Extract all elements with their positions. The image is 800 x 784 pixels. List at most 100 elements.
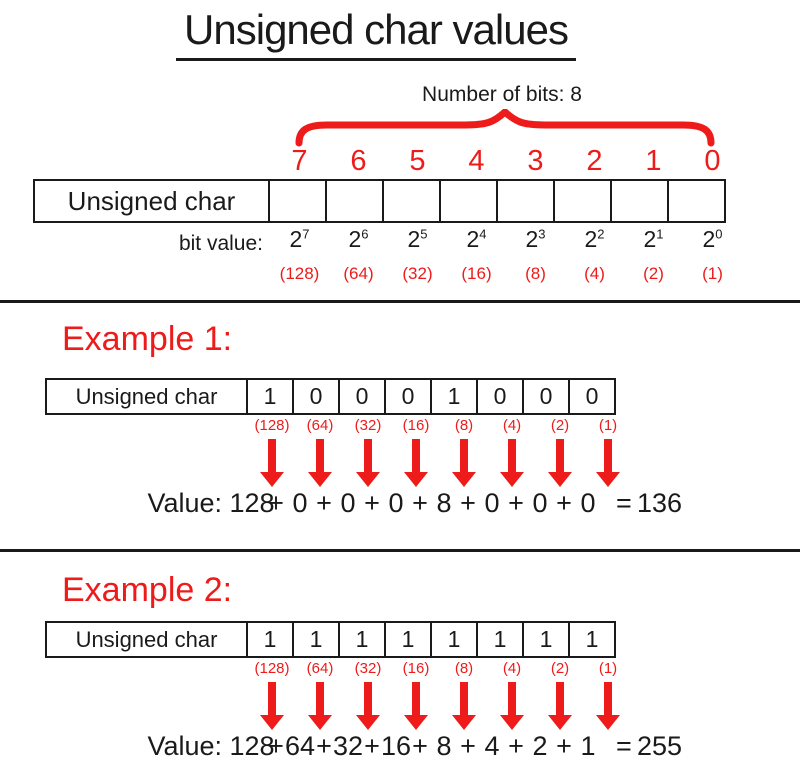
plus-sign: + xyxy=(316,731,332,761)
weight-label: (128) xyxy=(254,660,290,677)
sum-term: 0 xyxy=(292,488,308,518)
weight-row: (128) (64) (32) (16) (8) (4) (2) (1) xyxy=(270,264,742,284)
bit-digit: 0 xyxy=(401,383,415,409)
power-label: 27 xyxy=(289,226,310,252)
example1-arrow-row xyxy=(248,439,632,487)
plus-sign: + xyxy=(508,488,524,518)
bit-cell: 0 xyxy=(568,378,616,415)
page-title: Unsigned char values xyxy=(176,6,576,61)
equals-sign: = xyxy=(616,731,632,761)
bit-cell xyxy=(496,179,555,223)
power-label: 24 xyxy=(466,226,487,252)
power-label: 26 xyxy=(348,226,369,252)
bit-cell: 1 xyxy=(384,621,432,658)
down-arrow-icon xyxy=(308,439,332,487)
weight-label: (64) xyxy=(306,660,334,677)
weight-label: (128) xyxy=(279,264,320,283)
bit-digit: 0 xyxy=(309,383,323,409)
plus-sign: + xyxy=(556,488,572,518)
sum-term: 2 xyxy=(532,731,548,761)
plus-sign: + xyxy=(412,731,428,761)
bit-cell: 1 xyxy=(430,621,478,658)
weight-label: (8) xyxy=(454,660,474,677)
down-arrow-icon xyxy=(596,682,620,730)
weight-label: (64) xyxy=(306,417,334,434)
bit-cell xyxy=(610,179,669,223)
sum-result: 255 xyxy=(637,731,683,761)
bit-value-row: 27 26 25 24 23 22 21 20 xyxy=(270,226,742,253)
weight-label: (4) xyxy=(502,660,522,677)
bit-cell: 1 xyxy=(338,621,386,658)
weight-label: (1) xyxy=(598,660,618,677)
down-arrow-icon xyxy=(500,439,524,487)
down-arrow-icon xyxy=(548,439,572,487)
bit-digit: 0 xyxy=(539,383,553,409)
weight-label: (8) xyxy=(454,417,474,434)
sum-term: 64 xyxy=(284,731,316,761)
bit-position-label: 3 xyxy=(527,145,544,177)
down-arrow-icon xyxy=(452,439,476,487)
weight-label: (8) xyxy=(525,264,546,283)
plus-sign: + xyxy=(364,488,380,518)
weight-label: (64) xyxy=(343,264,374,283)
register-label: Unsigned char xyxy=(45,621,248,658)
bit-cell: 1 xyxy=(522,621,570,658)
bit-digit: 1 xyxy=(585,626,599,652)
example2-value-equation: Value: 128 + 64 + 32 + 16 + 8 + 4 + 2 + … xyxy=(0,731,800,767)
bit-position-label: 1 xyxy=(645,145,662,177)
weight-label: (16) xyxy=(461,264,492,283)
example1-weight-row: (128) (64) (32) (16) (8) (4) (2) (1) xyxy=(248,417,632,434)
bit-cell: 0 xyxy=(384,378,432,415)
plus-sign: + xyxy=(460,731,476,761)
power-label: 23 xyxy=(525,226,546,252)
bit-digit: 0 xyxy=(493,383,507,409)
bit-position-row: 7 6 5 4 3 2 1 0 xyxy=(270,145,742,178)
plus-sign: + xyxy=(508,731,524,761)
plus-sign: + xyxy=(268,488,284,518)
down-arrow-icon xyxy=(404,439,428,487)
power-label: 22 xyxy=(584,226,605,252)
bit-cell xyxy=(382,179,441,223)
weight-label: (128) xyxy=(254,417,290,434)
weight-label: (2) xyxy=(550,660,570,677)
weight-label: (4) xyxy=(502,417,522,434)
section-divider xyxy=(0,300,800,303)
brace-icon xyxy=(295,109,715,147)
bit-digit: 1 xyxy=(493,626,507,652)
bit-cell: 1 xyxy=(246,621,294,658)
down-arrow-icon xyxy=(404,682,428,730)
down-arrow-icon xyxy=(596,439,620,487)
bit-cell xyxy=(667,179,726,223)
sum-term: 16 xyxy=(380,731,412,761)
down-arrow-icon xyxy=(548,682,572,730)
power-label: 21 xyxy=(643,226,664,252)
example1-heading: Example 1: xyxy=(62,320,233,358)
example2-heading: Example 2: xyxy=(62,571,233,609)
sum-term: 0 xyxy=(340,488,356,518)
bit-cell: 0 xyxy=(522,378,570,415)
sum-term: 128 xyxy=(229,488,275,518)
weight-label: (32) xyxy=(354,417,382,434)
bit-position-label: 5 xyxy=(409,145,426,177)
weight-label: (32) xyxy=(402,264,433,283)
weight-label: (1) xyxy=(702,264,723,283)
sum-term: 0 xyxy=(580,488,596,518)
bit-cell: 1 xyxy=(430,378,478,415)
bit-digit: 0 xyxy=(355,383,369,409)
bit-digit: 1 xyxy=(355,626,369,652)
bits-count-label: Number of bits: 8 xyxy=(422,83,582,106)
bit-position-label: 0 xyxy=(704,145,721,177)
bit-cell: 1 xyxy=(568,621,616,658)
bit-digit: 1 xyxy=(401,626,415,652)
plus-sign: + xyxy=(412,488,428,518)
bit-digit: 1 xyxy=(263,626,277,652)
down-arrow-icon xyxy=(356,439,380,487)
down-arrow-icon xyxy=(356,682,380,730)
header: Unsigned char values xyxy=(0,6,752,61)
bit-cell xyxy=(439,179,498,223)
sum-term: 32 xyxy=(332,731,364,761)
bit-cell xyxy=(325,179,384,223)
example2-arrow-row xyxy=(248,682,632,730)
bit-digit: 1 xyxy=(447,383,461,409)
bit-cell: 1 xyxy=(246,378,294,415)
